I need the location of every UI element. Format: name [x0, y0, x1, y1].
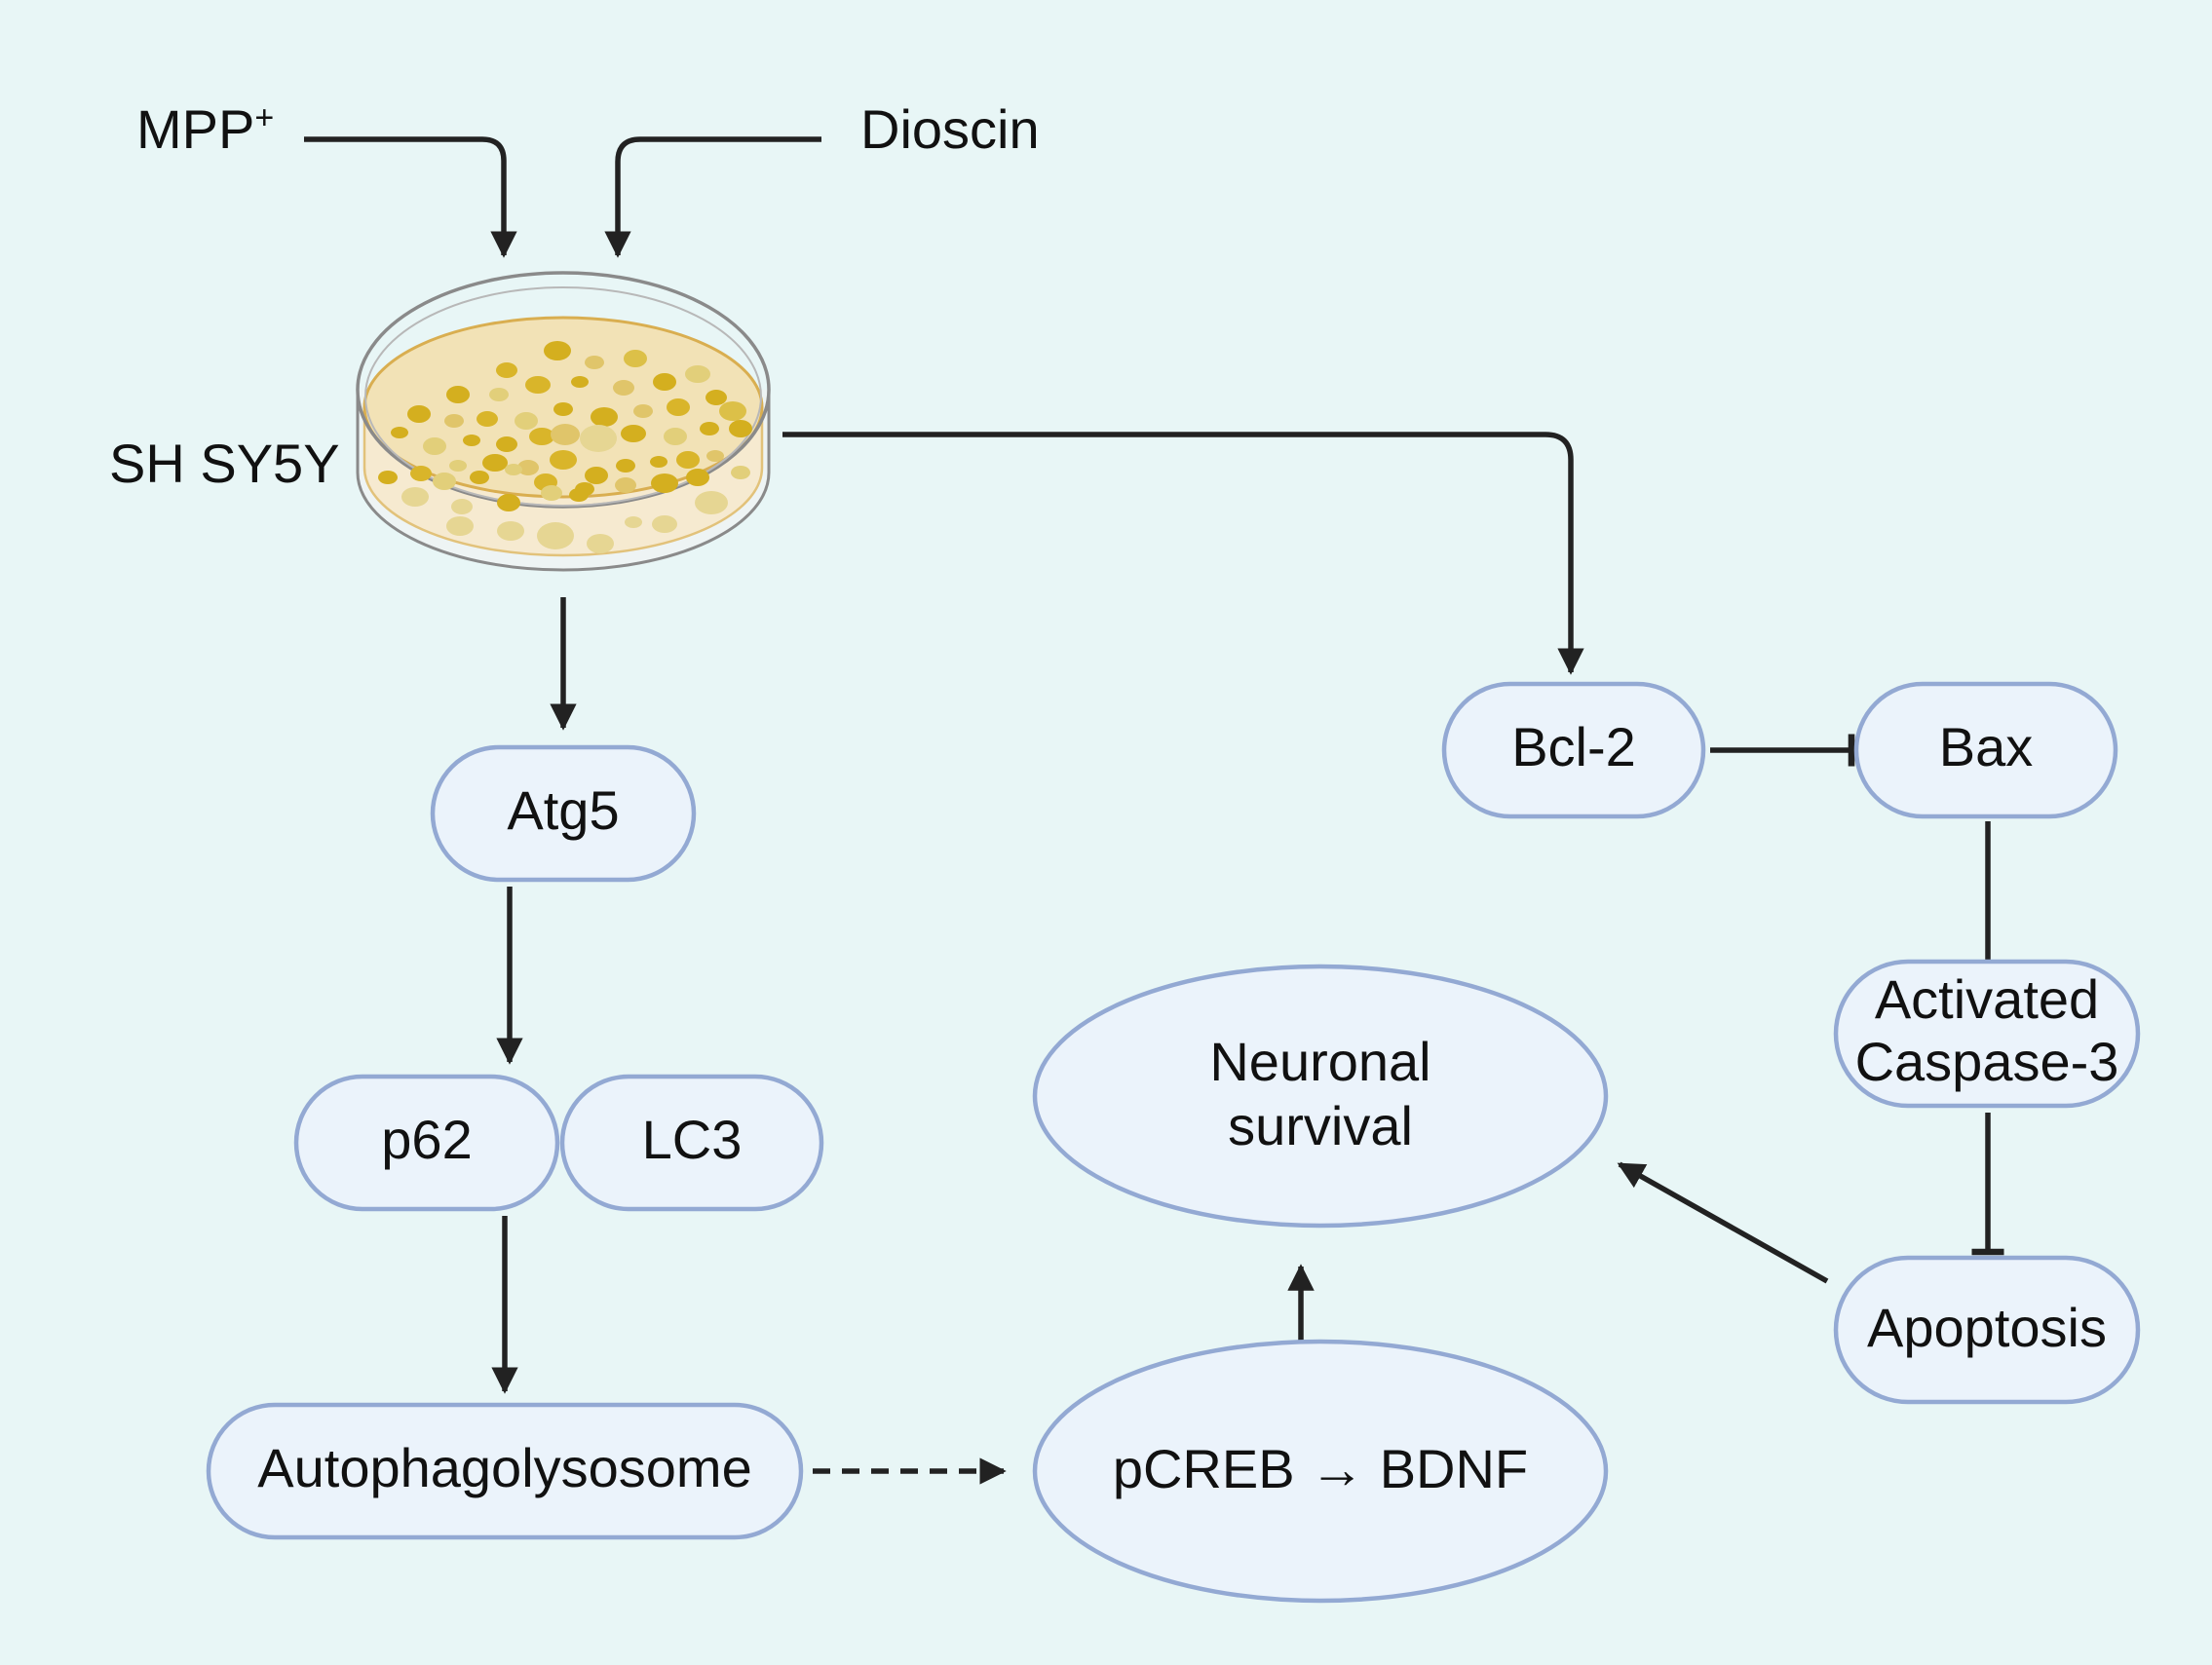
- cell-colony: [664, 428, 687, 445]
- cell-colony: [477, 411, 498, 427]
- cell-colony: [433, 473, 456, 490]
- cell-colony: [444, 414, 464, 428]
- svg-text:LC3: LC3: [642, 1109, 743, 1170]
- cell-colony: [706, 390, 727, 405]
- node-p62: p62: [293, 1074, 560, 1212]
- cell-colony: [496, 362, 517, 378]
- cell-colony: [700, 422, 719, 435]
- cell-colony: [624, 350, 647, 367]
- edge-dish-to-bcl2: [782, 432, 1584, 675]
- cell-colony: [537, 522, 574, 549]
- cell-colony: [633, 404, 653, 418]
- cell-colony: [463, 435, 480, 446]
- cell-colony: [517, 460, 539, 475]
- cell-colony: [515, 412, 538, 430]
- cell-colony: [706, 450, 724, 462]
- cell-colony: [482, 454, 508, 472]
- petri-dish-icon: [356, 271, 771, 572]
- cell-colonies: [378, 341, 752, 553]
- cell-colony: [667, 398, 690, 416]
- cell-colony: [423, 437, 446, 455]
- cell-colony: [551, 424, 580, 445]
- node-autophagolysosome: Autophagolysosome: [206, 1402, 804, 1540]
- cell-colony: [613, 380, 634, 396]
- cell-colony: [580, 425, 617, 452]
- cell-colony: [695, 491, 728, 514]
- dioscin-label: Dioscin: [860, 98, 1040, 160]
- cell-colony: [652, 515, 677, 533]
- cell-colony: [410, 466, 432, 481]
- cell-colony: [615, 477, 636, 493]
- cell-colony: [587, 534, 614, 553]
- cell-colony: [497, 494, 520, 511]
- cell-colony: [525, 376, 551, 394]
- cell-colony: [621, 425, 646, 442]
- mpp-label: MPP+: [136, 98, 274, 160]
- cell-colony: [585, 467, 608, 484]
- cell-colony: [401, 487, 429, 507]
- cell-colony: [719, 401, 746, 421]
- cell-colony: [446, 386, 470, 403]
- svg-text:Activated: Activated: [1875, 968, 2099, 1030]
- cell-colony: [591, 407, 618, 427]
- cell-colony: [470, 471, 489, 484]
- cell-colony: [544, 341, 571, 360]
- svg-text:Caspase-3: Caspase-3: [1855, 1031, 2119, 1092]
- svg-text:Neuronal: Neuronal: [1209, 1031, 1430, 1092]
- svg-text:p62: p62: [381, 1109, 472, 1170]
- cell-colony: [378, 471, 398, 484]
- node-neuronal-survival: Neuronal survival: [1032, 964, 1609, 1229]
- cell-colony: [449, 460, 467, 472]
- cell-colony: [653, 373, 676, 391]
- node-bcl2: Bcl-2: [1441, 681, 1706, 819]
- cell-colony: [571, 376, 589, 388]
- cell-colony: [553, 402, 573, 416]
- cell-colony: [529, 428, 554, 445]
- node-lc3: LC3: [559, 1074, 824, 1212]
- cell-colony: [585, 356, 604, 369]
- cell-colony: [625, 516, 642, 528]
- svg-text:Atg5: Atg5: [507, 779, 619, 841]
- cell-colony: [686, 469, 709, 486]
- cell-colony: [496, 436, 517, 452]
- svg-text:Bax: Bax: [1939, 716, 2034, 777]
- cell-colony: [651, 473, 678, 493]
- cell-colony: [650, 456, 667, 468]
- cell-colony: [391, 427, 408, 438]
- cell-colony: [731, 466, 750, 479]
- cell-colony: [616, 459, 635, 473]
- svg-text:Bcl-2: Bcl-2: [1511, 716, 1636, 777]
- cell-line-label: SH SY5Y: [109, 433, 340, 494]
- svg-text:Autophagolysosome: Autophagolysosome: [257, 1437, 751, 1498]
- edge-dioscin-to-dish: [604, 136, 821, 258]
- node-apoptosis: Apoptosis: [1833, 1255, 2141, 1405]
- cell-colony: [451, 499, 473, 514]
- cell-colony: [569, 488, 589, 502]
- cell-colony: [729, 420, 752, 437]
- edge-apoptosis-to-survival: [1617, 1161, 1829, 1284]
- node-atg5: Atg5: [430, 744, 697, 883]
- cell-colony: [676, 451, 700, 469]
- cell-colony: [685, 365, 710, 383]
- cell-colony: [489, 388, 509, 401]
- cell-colony: [446, 516, 474, 536]
- svg-text:survival: survival: [1228, 1095, 1413, 1156]
- svg-text:Apoptosis: Apoptosis: [1867, 1297, 2107, 1358]
- node-bax: Bax: [1853, 681, 2118, 819]
- node-activated-caspase-3: Activated Caspase-3: [1833, 959, 2141, 1109]
- cell-colony: [497, 521, 524, 541]
- cell-colony: [541, 485, 562, 501]
- svg-text:pCREB → BDNF: pCREB → BDNF: [1113, 1438, 1528, 1499]
- edge-mpp-to-dish: [304, 136, 517, 258]
- cell-colony: [505, 464, 522, 475]
- node-pcreb-bdnf: pCREB → BDNF: [1032, 1339, 1609, 1604]
- cell-colony: [407, 405, 431, 423]
- cell-colony: [550, 450, 577, 470]
